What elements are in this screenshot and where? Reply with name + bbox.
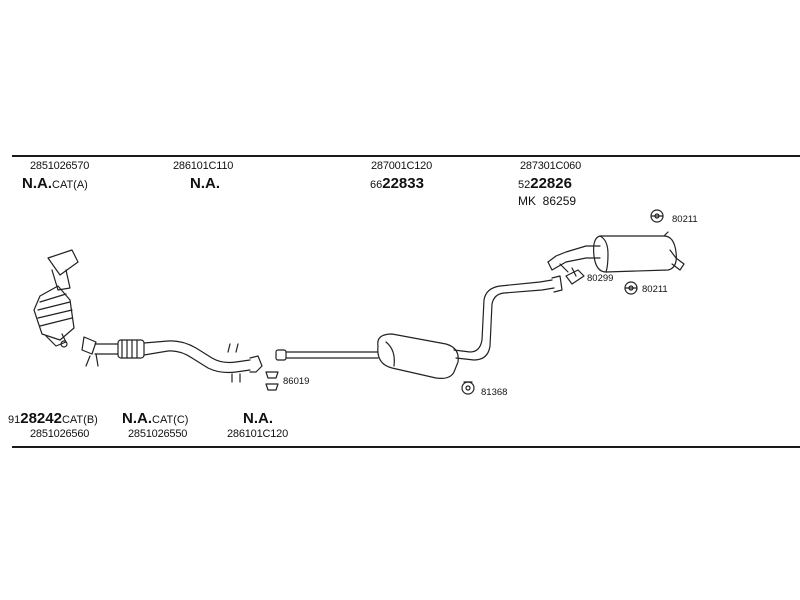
ref-middle-silencer-prefix: 66	[370, 179, 383, 191]
intermediate-pipe	[275, 349, 379, 361]
bottom-rule	[12, 446, 800, 448]
ref-cat-b-suffix: CAT(B)	[61, 414, 98, 426]
label-81368: 81368	[481, 387, 508, 398]
hanger-80299	[565, 269, 585, 285]
middle-silencer	[377, 333, 459, 379]
ref-middle-silencer-code: 22833	[382, 175, 424, 192]
oe-number-middle-silencer: 287001C120	[371, 160, 433, 172]
ref-cat-b: 9128242CAT(B)	[8, 410, 98, 427]
label-80211-top: 80211	[672, 214, 698, 225]
oe-number-intermediate-pipe: 286101C120	[227, 428, 289, 440]
oe-number-cat-a: 2851026570	[30, 160, 90, 172]
oe-number-cat-c: 2851026550	[128, 428, 188, 440]
rear-silencer	[547, 231, 685, 277]
top-rule	[12, 155, 800, 157]
hanger-81368	[461, 381, 475, 395]
ref-cat-a: N.A.CAT(A)	[22, 175, 88, 192]
ref-cat-c-code: N.A.	[122, 410, 152, 427]
ref-front-pipe: N.A.	[190, 175, 220, 192]
hanger-80211-top	[650, 209, 664, 223]
catalytic-converter-a	[33, 249, 79, 348]
label-86019: 86019	[283, 376, 310, 387]
label-80211-bottom: 80211	[642, 284, 668, 295]
oe-number-cat-b: 2851026560	[30, 428, 90, 440]
ref-rear-silencer-prefix: 52	[518, 179, 531, 191]
ref-cat-a-code: N.A.	[22, 175, 52, 192]
ref-cat-c-suffix: CAT(C)	[152, 414, 189, 426]
mounting-kit-prefix: MK	[518, 194, 536, 208]
mounting-kit-ref: MK 86259	[518, 194, 576, 208]
hanger-86019	[265, 371, 279, 391]
ref-cat-b-prefix: 91	[8, 414, 21, 426]
ref-rear-silencer-code: 22826	[530, 175, 572, 192]
oe-number-front-pipe: 286101C110	[173, 160, 234, 172]
ref-rear-silencer: 5222826	[518, 175, 572, 192]
ref-middle-silencer: 6622833	[370, 175, 424, 192]
rear-connecting-pipe	[453, 275, 563, 361]
ref-cat-b-code: 28242	[20, 410, 62, 427]
oe-number-rear-silencer: 287301C060	[520, 160, 582, 172]
ref-cat-c: N.A.CAT(C)	[122, 410, 188, 427]
ref-intermediate-pipe: N.A.	[243, 410, 273, 427]
mounting-kit-number: 86259	[542, 194, 577, 208]
ref-cat-a-suffix: CAT(A)	[52, 179, 88, 191]
label-80299: 80299	[587, 273, 614, 284]
hanger-80211-bottom	[624, 281, 638, 295]
front-pipe	[81, 336, 263, 383]
